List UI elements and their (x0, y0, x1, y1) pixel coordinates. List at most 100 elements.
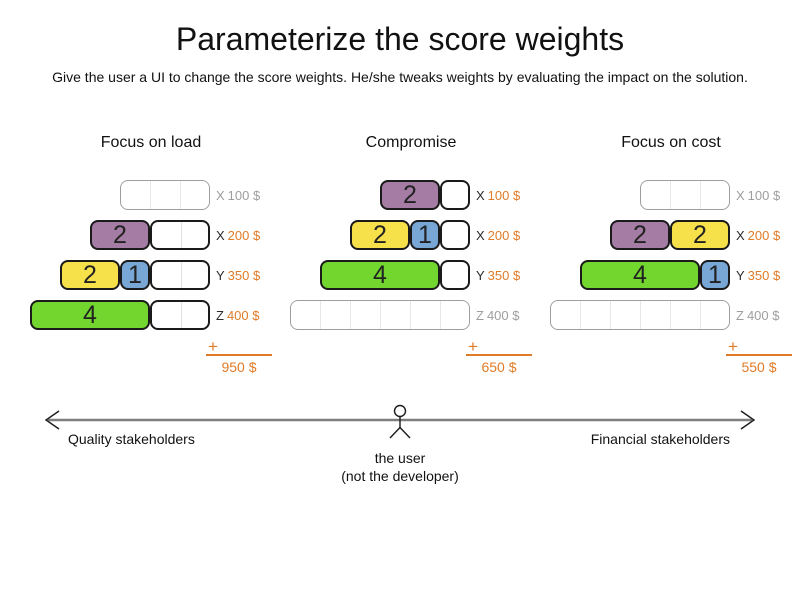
empty-bar (290, 300, 470, 330)
weight-price: 350 $ (747, 267, 781, 283)
weight-price: 350 $ (487, 267, 521, 283)
weight-letter: Z (216, 307, 224, 323)
bar-segment: 1 (700, 260, 730, 290)
user-label: the user (not the developer) (0, 449, 800, 485)
bar-segment: 2 (380, 180, 440, 210)
quality-stakeholders-label: Quality stakeholders (68, 431, 195, 447)
page-subtitle: Give the user a UI to change the score w… (52, 69, 748, 85)
empty-bar (120, 180, 210, 210)
bar-remainder (150, 260, 210, 290)
column-total: +550 $ (726, 337, 792, 375)
weight-price: 200 $ (747, 227, 781, 243)
user-label-line2: (not the developer) (341, 468, 459, 484)
axis-graphic (44, 404, 756, 439)
weight-bar: 2 (290, 180, 470, 210)
weight-price: 100 $ (227, 187, 261, 203)
bar-remainder (440, 180, 470, 210)
user-label-line1: the user (374, 450, 426, 466)
user-stick-figure-icon (389, 404, 411, 439)
left-arrowhead-icon (44, 410, 60, 430)
weight-bar (30, 180, 210, 210)
weight-bar: 4 (290, 260, 470, 290)
bar-segment: 1 (410, 220, 440, 250)
total-cost: 550 $ (741, 359, 777, 375)
bar-remainder (440, 220, 470, 250)
column-header: Focus on cost (621, 134, 721, 151)
plus-sign: + (728, 337, 738, 356)
plus-sign: + (468, 337, 478, 356)
empty-bar (640, 180, 730, 210)
total-cost: 950 $ (221, 359, 257, 375)
column-total: +950 $ (206, 337, 272, 375)
weight-bar (290, 300, 470, 330)
bar-segment: 4 (580, 260, 700, 290)
financial-stakeholders-label: Financial stakeholders (590, 431, 730, 447)
page-title: Parameterize the score weights (175, 21, 625, 57)
sum-rule (726, 354, 792, 356)
sum-rule (206, 354, 272, 356)
bar-remainder (150, 220, 210, 250)
weight-letter: X (216, 187, 225, 203)
bar-segment: 2 (670, 220, 730, 250)
weight-letter: X (476, 227, 485, 243)
plus-sign: + (208, 337, 218, 356)
bar-segment: 2 (350, 220, 410, 250)
stakeholder-axis: Quality stakeholders Financial stakehold… (0, 400, 800, 510)
weight-price: 350 $ (227, 267, 261, 283)
column-total: +650 $ (466, 337, 532, 375)
weight-price: 200 $ (227, 227, 261, 243)
weight-bar (550, 180, 730, 210)
bar-remainder (150, 300, 210, 330)
total-cost: 650 $ (481, 359, 517, 375)
weight-letter: Z (476, 307, 484, 323)
weight-letter: X (736, 187, 745, 203)
bar-remainder (440, 260, 470, 290)
bar-segment: 1 (120, 260, 150, 290)
bar-segment: 4 (320, 260, 440, 290)
weight-price: 100 $ (487, 187, 521, 203)
weight-price: 100 $ (747, 187, 781, 203)
bar-segment: 2 (90, 220, 150, 250)
weight-letter: Y (476, 267, 485, 283)
weight-letter: Z (736, 307, 744, 323)
weight-price: 400 $ (746, 307, 780, 323)
weight-letter: X (476, 187, 485, 203)
weight-price: 400 $ (226, 307, 260, 323)
right-arrowhead-icon (740, 410, 756, 430)
weight-letter: X (216, 227, 225, 243)
sum-rule (466, 354, 532, 356)
weight-letter: Y (216, 267, 225, 283)
empty-bar (550, 300, 730, 330)
bar-segment: 2 (60, 260, 120, 290)
